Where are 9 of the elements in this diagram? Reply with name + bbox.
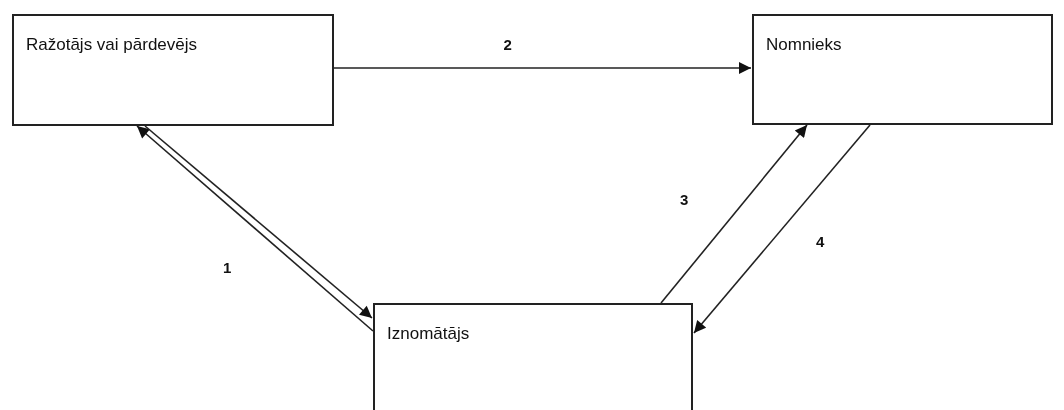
box-label: Ražotājs vai pārdevējs bbox=[26, 34, 198, 56]
box-label: Nomnieks bbox=[766, 34, 842, 56]
box-label: Iznomātājs bbox=[387, 323, 470, 345]
process-box bbox=[752, 14, 1053, 125]
arrow bbox=[333, 62, 752, 74]
process-box bbox=[373, 303, 693, 410]
process-box bbox=[12, 14, 334, 126]
arrow bbox=[660, 124, 808, 304]
arrow bbox=[693, 124, 871, 334]
